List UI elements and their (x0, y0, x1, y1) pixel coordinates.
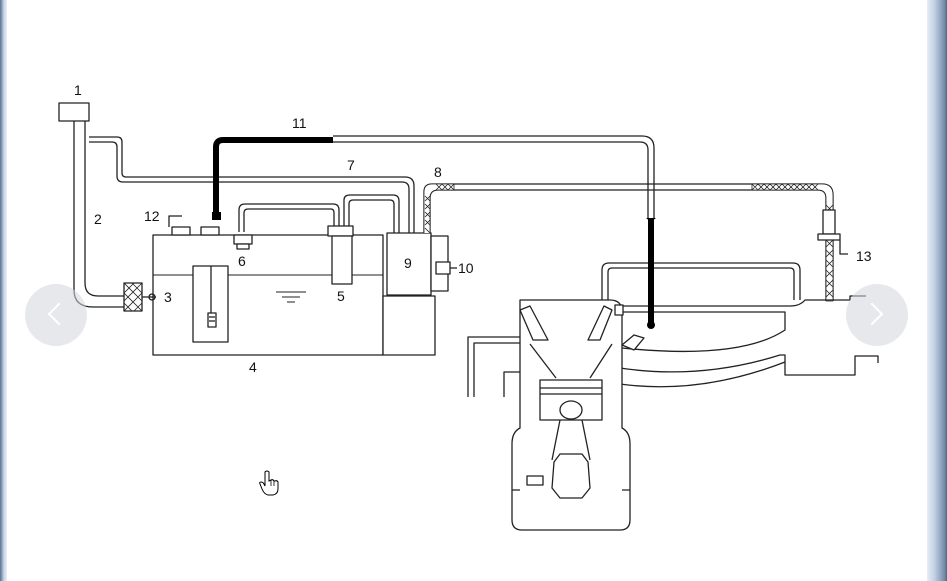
fuel-tank-step (382, 295, 436, 356)
vapour-line-thick (213, 137, 333, 218)
window-right-border (927, 0, 947, 581)
label-8: 8 (434, 164, 442, 180)
label-1: 1 (74, 82, 82, 98)
window-left-border (0, 0, 7, 581)
previous-image-button[interactable] (25, 284, 87, 346)
valve-box (386, 232, 432, 296)
crankshaft (551, 453, 591, 499)
intake-duct-top (608, 295, 866, 307)
label-2: 2 (94, 211, 102, 227)
canister-hose-inner (429, 189, 827, 301)
fuel-system-diagram: 1 2 3 4 5 6 7 8 9 10 11 12 13 (58, 82, 879, 531)
label-10: 10 (458, 260, 474, 276)
label-3: 3 (164, 289, 172, 305)
canister-hose-outer (423, 183, 834, 301)
label-9: 9 (404, 255, 412, 271)
label-6: 6 (238, 253, 246, 269)
pump-hose-a (238, 203, 340, 232)
vapour-line-outer (333, 135, 655, 218)
filler-cap (58, 102, 90, 122)
label-12: 12 (144, 208, 160, 224)
injector (621, 334, 645, 351)
hand-pointer-icon (259, 470, 279, 496)
piston (539, 379, 603, 421)
label-4: 4 (249, 359, 257, 375)
return-hose-a (343, 194, 400, 233)
return-hose-b (348, 199, 395, 233)
purge-valve (822, 209, 836, 235)
filler-tube-inner (84, 121, 124, 297)
leader-12 (168, 215, 182, 227)
chevron-left-icon (47, 302, 71, 326)
intake-plenum (601, 262, 801, 300)
label-5: 5 (337, 288, 345, 304)
chevron-right-icon (860, 302, 884, 326)
breather-hose-outer (89, 141, 410, 233)
intake-runner (621, 311, 786, 353)
image-viewer: 1 2 3 4 5 6 7 8 9 10 11 12 13 (7, 0, 927, 581)
label-13: 13 (856, 248, 872, 264)
check-valve (123, 282, 143, 312)
pump-hose-b (243, 208, 335, 232)
label-7: 7 (347, 157, 355, 173)
next-image-button[interactable] (846, 284, 908, 346)
vapour-line-inner (333, 141, 649, 218)
breather-hose-inner (89, 136, 415, 233)
fuel-filter (331, 235, 353, 285)
label-11: 11 (292, 115, 307, 131)
exhaust-pipe (467, 336, 520, 397)
